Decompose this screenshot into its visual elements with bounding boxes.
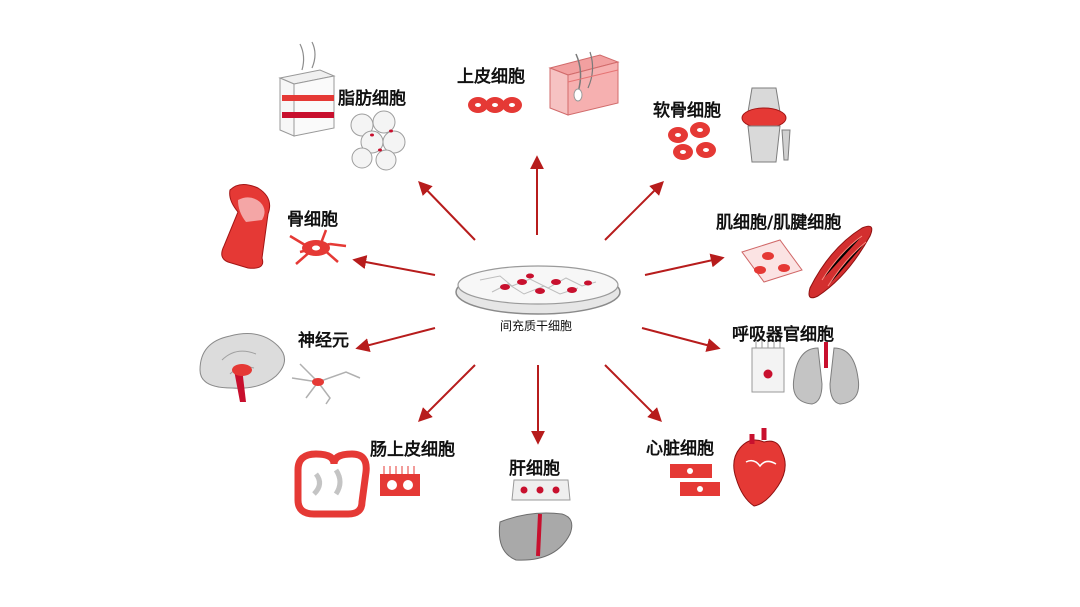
muscle-icon — [808, 225, 873, 299]
arrow-neuron — [355, 327, 436, 352]
epidermal-cells-icon — [468, 97, 522, 113]
label-neuron: 神经元 — [298, 331, 349, 351]
muscle-cell-sheet-icon — [741, 239, 803, 283]
bone-cell-icon — [289, 229, 347, 265]
adipose-tissue-icon — [278, 41, 336, 137]
label-intestinal: 肠上皮细胞 — [370, 440, 455, 460]
heart-icon — [733, 428, 786, 507]
fat-cells-icon — [350, 110, 406, 171]
respiratory-cells-icon — [751, 340, 785, 393]
liver-icon — [498, 512, 573, 561]
arrow-osteocyte — [352, 255, 436, 276]
label-center: 间充质干细胞 — [500, 319, 573, 333]
label-myocyte: 肌细胞/肌腱细胞 — [716, 213, 842, 233]
chondrocytes-icon — [668, 122, 716, 160]
label-hepatocyte: 肝细胞 — [509, 459, 560, 479]
label-osteocyte: 骨细胞 — [287, 210, 338, 230]
petri-dish-icon — [455, 265, 621, 315]
arrow-chondrocyte — [604, 181, 664, 241]
arrow-myocyte — [644, 253, 725, 276]
neuron-icon — [291, 363, 361, 405]
label-epidermis: 上皮细胞 — [457, 67, 525, 87]
arrow-adipocyte — [418, 180, 476, 241]
intestine-icon — [294, 450, 370, 518]
label-cardiomyocyte: 心脏细胞 — [646, 439, 714, 459]
knee-joint-icon — [741, 87, 791, 163]
brain-icon — [199, 333, 285, 402]
intestinal-cells-icon — [380, 466, 420, 496]
label-respiratory: 呼吸器官细胞 — [732, 325, 834, 345]
bone-icon — [221, 184, 271, 269]
arrow-respiratory — [641, 327, 721, 352]
hepatocytes-icon — [511, 479, 571, 501]
arrows — [352, 155, 725, 445]
label-adipocyte: 脂肪细胞 — [338, 89, 406, 109]
lungs-icon — [792, 342, 860, 405]
arrow-intestinal — [418, 364, 476, 422]
skin-block-icon — [548, 51, 620, 116]
arrow-cardiomyocyte — [604, 364, 662, 422]
cardiac-cells-icon — [670, 464, 720, 496]
label-chondrocyte: 软骨细胞 — [653, 101, 721, 121]
